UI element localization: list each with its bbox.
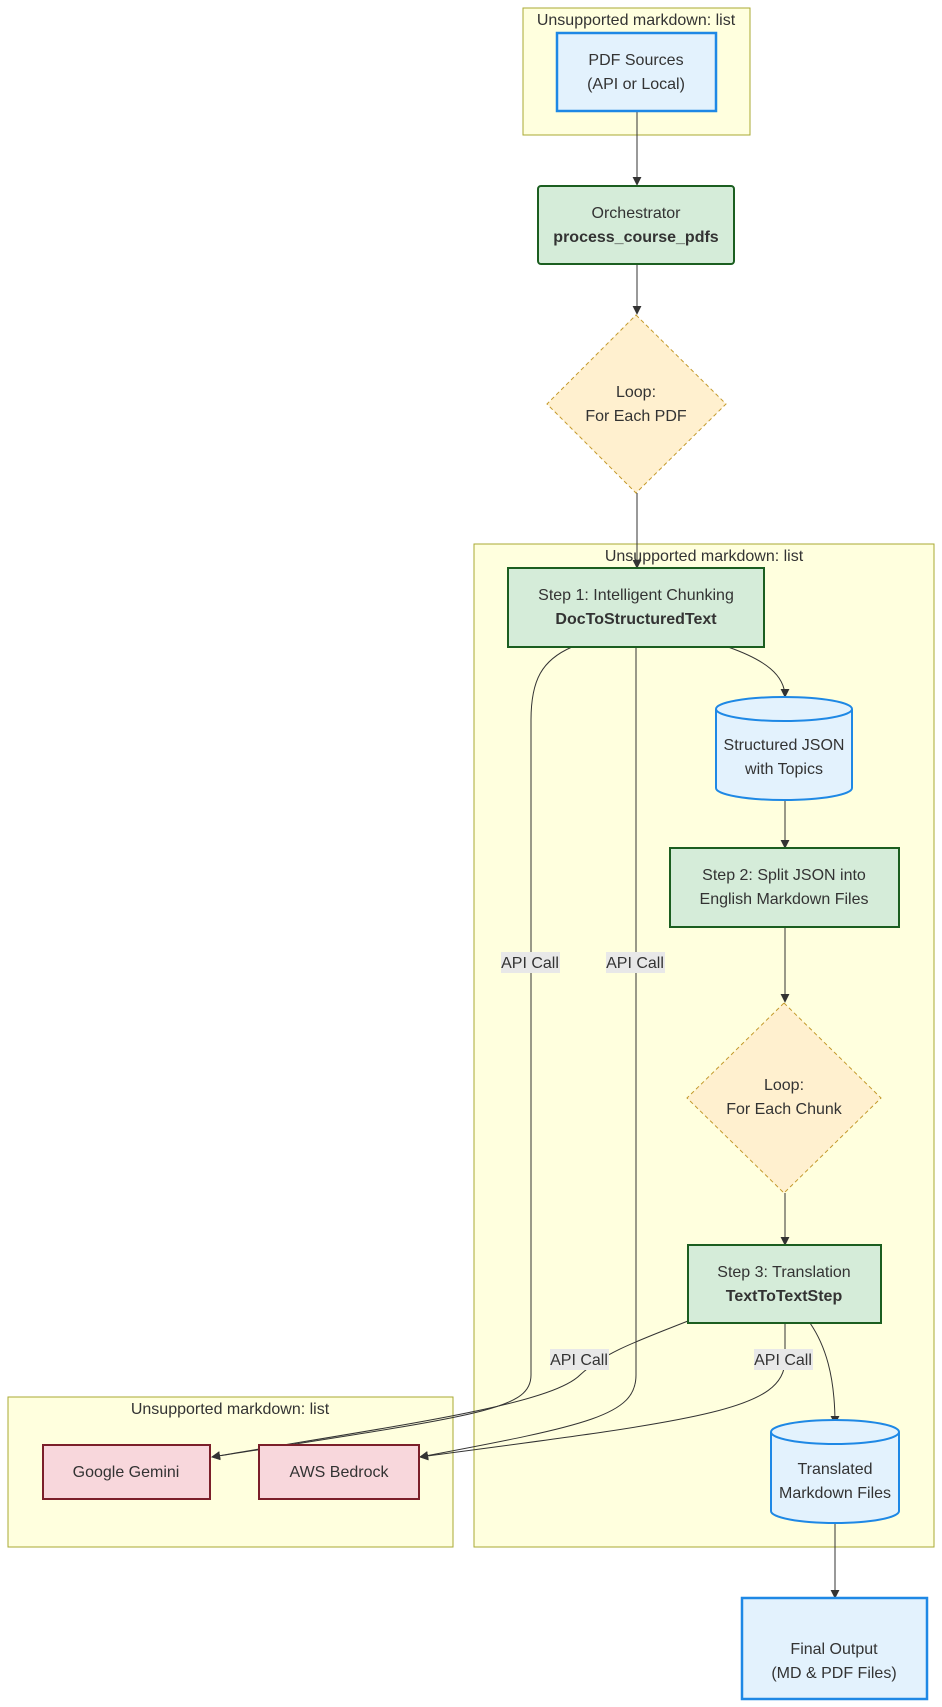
node-translated-markdown: Translated Markdown Files (770, 1419, 900, 1524)
edge-label-step3-gemini: API Call (550, 1349, 609, 1370)
svg-text:For Each Chunk: For Each Chunk (726, 1101, 843, 1118)
svg-text:Loop:: Loop: (616, 384, 656, 401)
svg-text:Step 1: Intelligent Chunking: Step 1: Intelligent Chunking (538, 587, 734, 604)
svg-text:API Call: API Call (606, 955, 664, 972)
svg-text:For Each PDF: For Each PDF (585, 408, 687, 425)
edge-step1-structured-json (727, 646, 790, 698)
edge-step3-bedrock (419, 1323, 786, 1461)
subgraph-pipeline: Unsupported markdown: list (473, 543, 935, 1548)
svg-text:(MD & PDF Files): (MD & PDF Files) (771, 1665, 896, 1682)
node-loop-chunk: Loop: For Each Chunk (686, 1002, 882, 1194)
node-step1-chunking: Step 1: Intelligent Chunking DocToStruct… (507, 567, 765, 648)
svg-text:Markdown Files: Markdown Files (779, 1485, 891, 1502)
node-orchestrator: Orchestrator process_course_pdfs (537, 185, 735, 265)
svg-text:API Call: API Call (550, 1352, 608, 1369)
edge-label-step1-bedrock: API Call (606, 952, 665, 973)
svg-text:Structured JSON: Structured JSON (724, 737, 845, 754)
node-step3-translation: Step 3: Translation TextToTextStep (687, 1244, 882, 1324)
svg-text:API Call: API Call (754, 1352, 812, 1369)
edge-label-step1-gemini: API Call (501, 952, 560, 973)
svg-text:Google Gemini: Google Gemini (73, 1464, 180, 1481)
svg-text:TextToTextStep: TextToTextStep (726, 1288, 843, 1305)
subgraph-pipeline-title: Unsupported markdown: list (605, 548, 804, 565)
svg-text:Translated: Translated (798, 1461, 873, 1478)
svg-text:API Call: API Call (501, 955, 559, 972)
svg-text:PDF Sources: PDF Sources (588, 52, 683, 69)
subgraph-llm-providers-title: Unsupported markdown: list (131, 1401, 330, 1418)
svg-text:DocToStructuredText: DocToStructuredText (555, 611, 717, 628)
svg-text:Final Output: Final Output (790, 1641, 878, 1658)
edge-label-step3-bedrock: API Call (754, 1349, 813, 1370)
edges (211, 111, 840, 1599)
svg-text:Step 3: Translation: Step 3: Translation (717, 1264, 850, 1281)
node-structured-json: Structured JSON with Topics (715, 696, 853, 801)
node-step2-split: Step 2: Split JSON into English Markdown… (669, 847, 900, 928)
node-final-output: Final Output (MD & PDF Files) (740, 1596, 929, 1701)
node-google-gemini: Google Gemini (42, 1444, 211, 1500)
node-aws-bedrock: AWS Bedrock (258, 1444, 420, 1500)
svg-text:process_course_pdfs: process_course_pdfs (553, 229, 719, 246)
node-pdf-sources: PDF Sources (API or Local) (555, 31, 718, 113)
svg-text:Orchestrator: Orchestrator (592, 205, 682, 222)
subgraph-sources-title: Unsupported markdown: list (537, 12, 736, 29)
svg-text:with Topics: with Topics (744, 761, 823, 778)
node-loop-pdf: Loop: For Each PDF (546, 314, 727, 494)
svg-text:English Markdown Files: English Markdown Files (700, 891, 869, 908)
edge-step1-bedrock (419, 647, 637, 1460)
svg-text:(API or Local): (API or Local) (587, 76, 685, 93)
svg-text:Step 2: Split JSON into: Step 2: Split JSON into (702, 867, 866, 884)
edge-step3-translated-md (809, 1322, 840, 1425)
svg-text:AWS Bedrock: AWS Bedrock (290, 1464, 390, 1481)
svg-text:Loop:: Loop: (764, 1077, 804, 1094)
edge-step1-gemini (211, 646, 573, 1461)
edge-step3-gemini (211, 1320, 689, 1461)
